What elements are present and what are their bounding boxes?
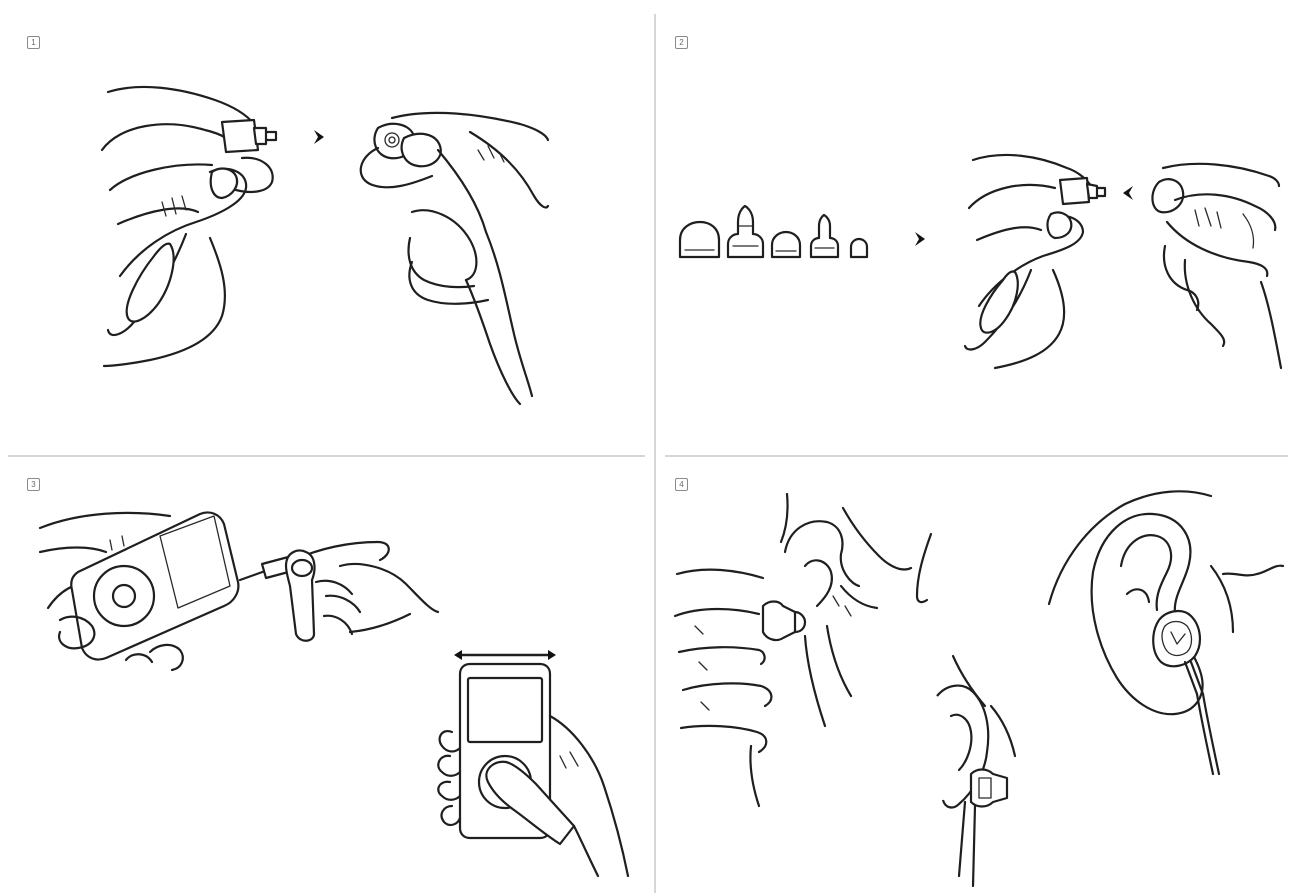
hand-holding-earphone-left (102, 87, 276, 366)
hand-pinching-tip-right (361, 113, 548, 404)
hand-holding-player (40, 512, 238, 670)
panel-step-2: 2 (655, 0, 1291, 456)
panel-step-3: 3 (0, 456, 655, 895)
step-2-fit-arrow (1123, 186, 1133, 200)
thumb-on-click-wheel (438, 650, 628, 876)
panel-step-4: 4 (655, 456, 1291, 895)
ear-side-view (937, 656, 1015, 886)
finger-inserting-earphone (675, 494, 931, 806)
step-1-illustration (0, 0, 655, 456)
ear-front-view-with-earphone (1049, 491, 1283, 774)
step-3-illustration (0, 456, 655, 895)
step-1-arrow (314, 130, 324, 144)
hands-fitting-tip (965, 155, 1281, 368)
step-2-illustration (655, 0, 1291, 456)
hand-plugging-cable (240, 542, 438, 641)
step-2-select-arrow (915, 232, 925, 246)
panel-step-1: 1 (0, 0, 655, 456)
ear-tip-sizes (680, 206, 867, 257)
step-4-illustration (655, 456, 1291, 895)
